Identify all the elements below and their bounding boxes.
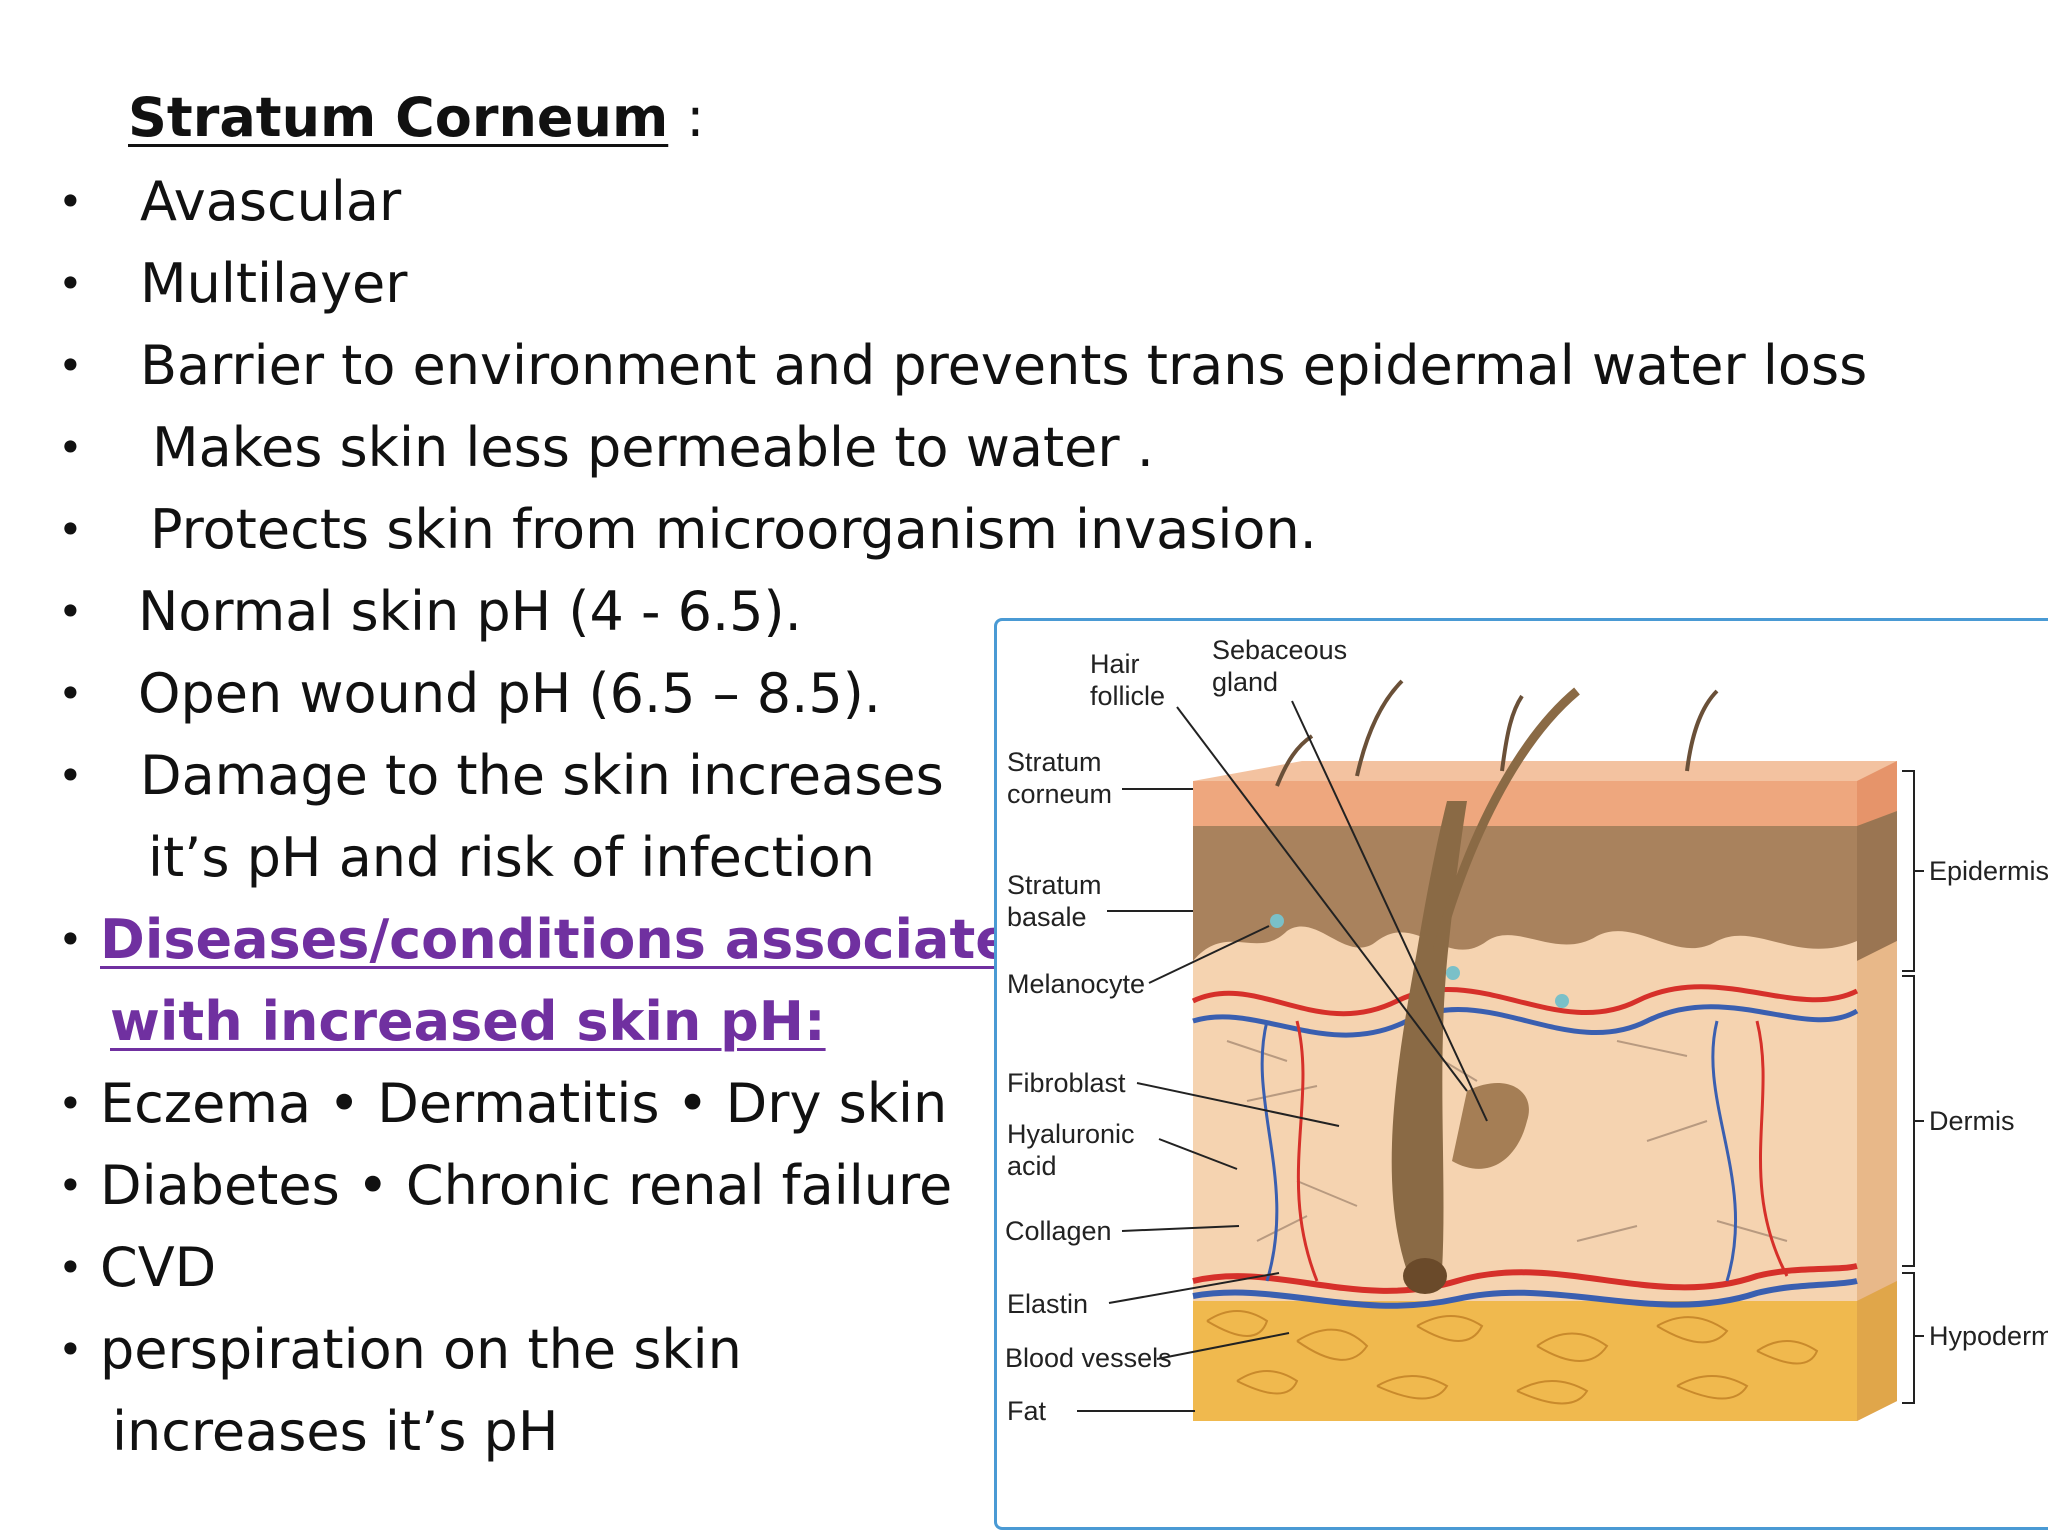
label-sebaceous-2: gland (1212, 667, 1278, 697)
label-fibroblast: Fibroblast (1007, 1068, 1126, 1098)
label-hair-follicle-2: follicle (1090, 681, 1165, 711)
hair-shaft (1432, 687, 1580, 953)
fat-cells (1206, 1310, 1819, 1405)
label-stratum-corneum-2: corneum (1007, 779, 1112, 809)
heading-title: Stratum Corneum (128, 86, 669, 149)
surface-hairs (1275, 679, 1719, 787)
bullet-dot: • (58, 1243, 83, 1292)
pointer-lines (1077, 700, 1924, 1412)
vessel-branch (1755, 1020, 1789, 1277)
label-stratum-basale-2: basale (1007, 902, 1087, 932)
slide-heading: Stratum Corneum: (128, 86, 704, 149)
sebaceous-gland (1452, 1082, 1529, 1169)
bullet-dot: • (58, 505, 83, 554)
side-epidermis (1857, 811, 1897, 961)
skin-top-surface (1193, 761, 1897, 781)
disease-item: Diabetes • Chronic renal failure (100, 1154, 953, 1217)
label-epidermis: Epidermis (1929, 856, 2048, 886)
vein-lower (1192, 1278, 1858, 1309)
list-item: Open wound pH (6.5 – 8.5). (138, 662, 881, 725)
side-corneum (1857, 761, 1897, 826)
diseases-heading-line2: with increased skin pH: (110, 990, 826, 1053)
label-dermis: Dermis (1929, 1106, 2015, 1136)
list-item: Multilayer (140, 252, 408, 315)
vessel-branch (1260, 1020, 1279, 1282)
bullet-dot: • (58, 177, 83, 226)
melanocyte-cell (1270, 914, 1284, 928)
label-hypodermis: Hypodermis (1929, 1321, 2048, 1351)
label-melanocyte: Melanocyte (1007, 969, 1145, 999)
vessel-branch (1711, 1020, 1737, 1282)
fat-layer (1193, 1301, 1857, 1421)
vessel-branch (1295, 1020, 1319, 1282)
bullet-dot: • (58, 751, 83, 800)
label-stratum-basale: Stratum (1007, 870, 1102, 900)
label-stratum-corneum: Stratum (1007, 747, 1102, 777)
bullet-dot: • (58, 1079, 83, 1128)
hair-bulb (1403, 1258, 1447, 1294)
melanocyte-cell (1555, 994, 1569, 1008)
artery-upper (1191, 984, 1859, 1017)
label-blood-vessels: Blood vessels (1005, 1343, 1172, 1373)
label-hyaluronic-2: acid (1007, 1151, 1057, 1181)
disease-item: perspiration on the skin (100, 1318, 742, 1381)
artery-lower (1192, 1263, 1858, 1294)
disease-item-continuation: increases it’s pH (112, 1400, 559, 1463)
list-item: Makes skin less permeable to water . (152, 416, 1154, 479)
label-hyaluronic: Hyaluronic (1007, 1119, 1135, 1149)
label-collagen: Collagen (1005, 1216, 1112, 1246)
bullet-dot: • (58, 587, 83, 636)
bullet-dot: • (58, 259, 83, 308)
heading-colon: : (686, 86, 705, 149)
list-item: Damage to the skin increases (140, 744, 944, 807)
list-item: Barrier to environment and prevents tran… (140, 334, 1868, 397)
label-fat: Fat (1007, 1396, 1047, 1426)
diseases-heading: Diseases/conditions associated (100, 908, 1051, 971)
melanocyte-cell (1446, 966, 1460, 980)
collagen-fibers (1226, 1040, 1788, 1242)
side-dermis (1857, 941, 1897, 1301)
skin-diagram-frame: Hair follicle Sebaceous gland Stratum co… (994, 618, 2048, 1530)
bullet-dot: • (58, 1161, 83, 1210)
label-hair-follicle: Hair (1090, 649, 1140, 679)
list-item: Normal skin pH (4 - 6.5). (138, 580, 802, 643)
list-item: Avascular (140, 170, 402, 233)
bullet-dot: • (58, 341, 83, 390)
bullet-dot: • (58, 423, 83, 472)
skin-diagram: Hair follicle Sebaceous gland Stratum co… (1005, 635, 2048, 1426)
label-elastin: Elastin (1007, 1289, 1088, 1319)
disease-item: CVD (100, 1236, 217, 1299)
side-fat (1857, 1281, 1897, 1421)
stratum-corneum-layer (1193, 781, 1857, 826)
bullet-dot: • (58, 669, 83, 718)
label-sebaceous: Sebaceous (1212, 635, 1347, 665)
bullet-dot: • (58, 1325, 83, 1374)
disease-item: Eczema • Dermatitis • Dry skin (100, 1072, 948, 1135)
list-item: Protects skin from microorganism invasio… (150, 498, 1317, 561)
bullet-dot: • (58, 915, 83, 964)
list-item-continuation: it’s pH and risk of infection (148, 826, 876, 889)
